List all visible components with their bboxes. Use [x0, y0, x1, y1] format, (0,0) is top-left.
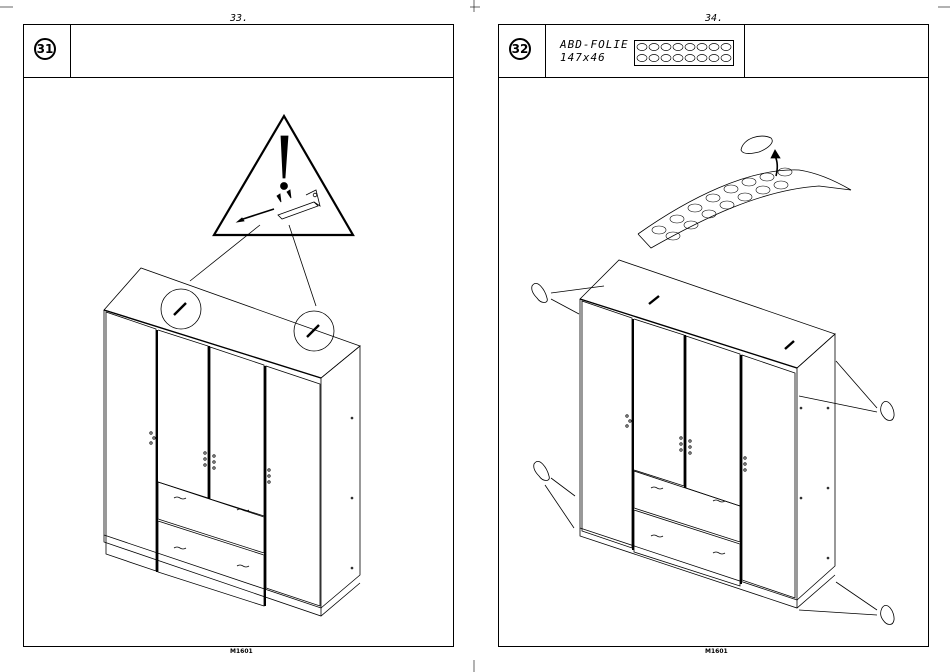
step-number-badge: 31 — [34, 38, 56, 60]
part-size: 147x46 — [560, 51, 606, 64]
page-number-left: 33. — [230, 13, 248, 24]
step-number-cell: 31 — [24, 25, 71, 77]
felt-pad-icon — [741, 136, 772, 154]
footer-model-left: M1601 — [230, 648, 253, 655]
screw-icon — [237, 190, 291, 222]
step-header: 32 ABD-FOLIE 147x46 — [499, 25, 928, 78]
wall-bracket-icon — [278, 190, 320, 219]
page-number-right: 34. — [705, 13, 723, 24]
felt-pad-sheet-icon — [634, 40, 734, 66]
step-number-cell: 32 — [499, 25, 546, 77]
footer-model-right: M1601 — [705, 648, 728, 655]
step-panel-32: 32 ABD-FOLIE 147x46 — [498, 24, 929, 647]
arrow-icon — [771, 150, 780, 176]
part-info-cell: ABD-FOLIE 147x46 — [546, 25, 745, 77]
wardrobe-illustration-step32 — [499, 78, 928, 646]
step-panel-31: 31 — [23, 24, 454, 647]
step-header: 31 — [24, 25, 453, 78]
wardrobe-illustration-step31 — [24, 78, 453, 646]
warning-triangle-icon — [214, 116, 353, 235]
part-name: ABD-FOLIE — [560, 38, 629, 51]
step-number-badge: 32 — [509, 38, 531, 60]
